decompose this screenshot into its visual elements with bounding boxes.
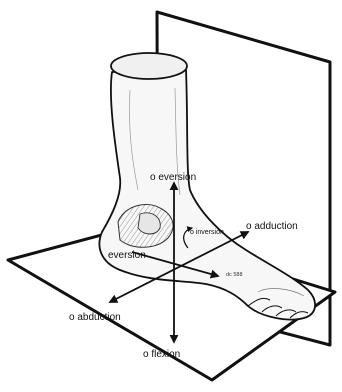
flexion-label: o flexion [143, 349, 180, 360]
dorsiflexion-label: dc 588 [226, 272, 243, 278]
eversion-left-label: eversion [108, 250, 146, 261]
adduction-right-label: o adduction [246, 221, 298, 232]
eversion-top-label: o eversion [150, 172, 196, 183]
inversion-label: o inversion [190, 229, 224, 236]
abduction-label: o abduction [69, 312, 121, 323]
